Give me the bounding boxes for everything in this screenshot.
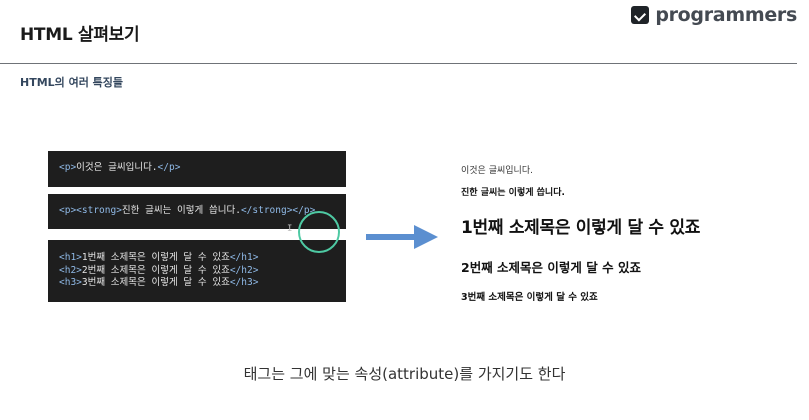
code-close-tag: </strong></p> [240, 205, 316, 216]
code-text: 1번째 소제목은 이렇게 달 수 있죠 [81, 252, 230, 263]
code-line: <h1>1번째 소제목은 이렇게 달 수 있죠</h1> [59, 252, 346, 265]
code-block-paragraph: <p>이것은 글씨입니다.</p> [48, 151, 346, 187]
rendered-h3: 3번째 소제목은 이렇게 달 수 있죠 [461, 292, 598, 303]
code-text: 이것은 글씨입니다. [76, 162, 158, 173]
text-cursor-icon: I [287, 224, 293, 234]
code-line: <p>이것은 글씨입니다.</p> [59, 162, 346, 175]
code-open-tag: <p> [59, 162, 77, 173]
rendered-strong: 진한 글씨는 이렇게 씁니다. [461, 188, 565, 198]
code-line: <p><strong>진한 글씨는 이렇게 씁니다.</strong></p> [59, 205, 346, 218]
code-block-headings: <h1>1번째 소제목은 이렇게 달 수 있죠</h1> <h2>2번째 소제목… [48, 240, 346, 302]
right-arrow-icon [366, 225, 438, 249]
brand-logo: programmers [631, 4, 797, 26]
header-divider [0, 63, 797, 64]
code-text: 진한 글씨는 이렇게 씁니다. [121, 205, 241, 216]
section-subtitle: HTML의 여러 특징들 [20, 76, 124, 89]
rendered-paragraph: 이것은 글씨입니다. [461, 166, 533, 176]
slide-caption: 태그는 그에 맞는 속성(attribute)를 가지기도 한다 [243, 365, 566, 383]
code-line: <h3>3번째 소제목은 이렇게 달 수 있죠</h3> [59, 277, 346, 290]
programmers-logo-icon [631, 6, 650, 24]
rendered-h2: 2번째 소제목은 이렇게 달 수 있죠 [461, 260, 641, 275]
code-close-tag: </h3> [229, 277, 259, 288]
code-text: 2번째 소제목은 이렇게 달 수 있죠 [81, 264, 230, 276]
code-open-tag: <h3> [59, 277, 82, 288]
code-open-tag: <h1> [59, 252, 82, 263]
code-close-tag: </h1> [229, 252, 259, 263]
code-block-strong: <p><strong>진한 글씨는 이렇게 씁니다.</strong></p> [48, 194, 346, 229]
rendered-h1: 1번째 소제목은 이렇게 달 수 있죠 [461, 218, 701, 238]
logo-text: programmers [655, 4, 797, 26]
code-close-tag: </h2> [229, 264, 259, 276]
code-close-tag: </p> [157, 162, 181, 173]
page-title: HTML 살펴보기 [20, 25, 140, 45]
code-line: <h2>2번째 소제목은 이렇게 달 수 있죠</h2> [59, 265, 346, 278]
code-open-tag: <p><strong> [59, 205, 122, 216]
code-open-tag: <h2> [59, 264, 82, 276]
code-text: 3번째 소제목은 이렇게 달 수 있죠 [81, 277, 230, 288]
cursor-highlight-ring [298, 211, 340, 253]
